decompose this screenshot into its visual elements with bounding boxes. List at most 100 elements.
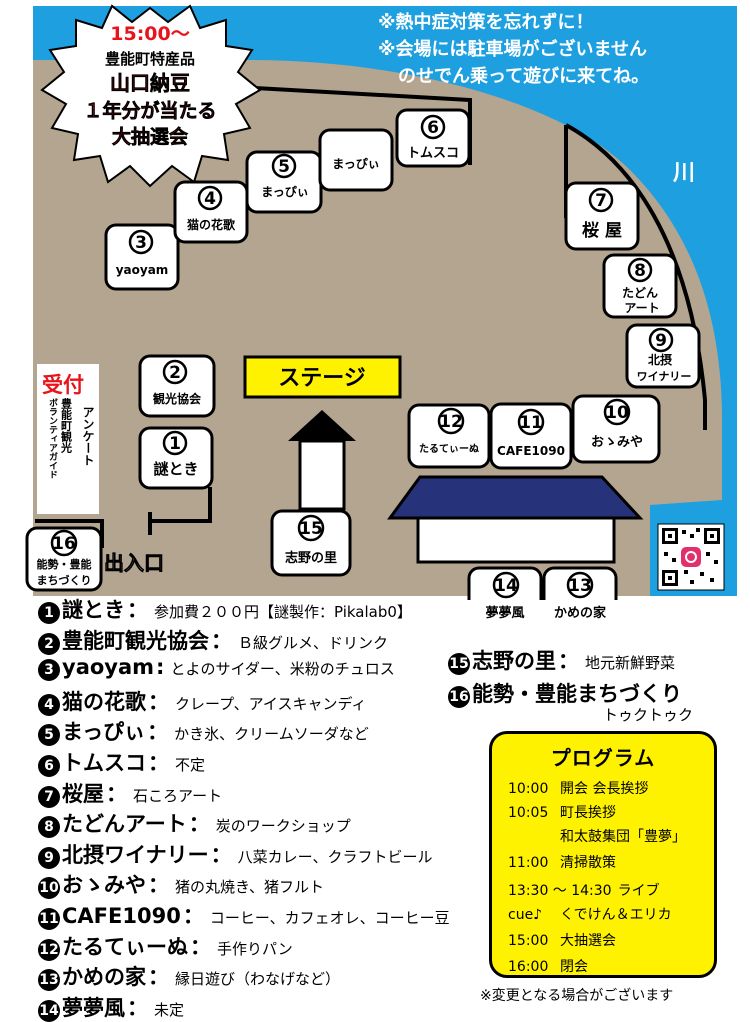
legend-booth-name: おゝみや [62, 873, 146, 898]
program-time: 10:00 [508, 781, 549, 797]
lottery-time: 15:00～ [110, 23, 189, 45]
program-item: 町長挨拶 [560, 805, 616, 821]
legend-separator: ： [182, 903, 204, 928]
legend-booth-name: たどんアート [62, 812, 187, 837]
svg-text:11: 11 [519, 413, 543, 433]
booth-4[interactable]: 4 猫の花歌 [173, 180, 249, 244]
booth-11[interactable]: 11 CAFE1090 [489, 402, 573, 470]
legend-number: 14 [38, 999, 60, 1022]
booth-8[interactable]: 8 たどん アート [602, 253, 678, 319]
legend-description: コーヒー、カフェオレ、コーヒー豆 [209, 908, 450, 927]
booth-6[interactable]: 6 トムスコ [395, 108, 471, 168]
svg-text:7: 7 [595, 191, 607, 211]
legend-separator: ： [147, 720, 169, 745]
svg-text:8: 8 [634, 261, 646, 281]
legend-booth-name: 豊能町観光協会 [62, 628, 209, 653]
booth-16[interactable]: 16 能勢・豊能 まちづくり [25, 526, 103, 592]
legend-booth-name: 能勢・豊能まちづくり [472, 682, 682, 706]
legend-number: 16 [448, 686, 470, 708]
legend-description: 手作りパン [217, 939, 293, 958]
program-row: cue♪ くでけん＆エリカ [508, 904, 672, 924]
svg-text:まっぴぃ: まっぴぃ [261, 185, 309, 199]
svg-text:4: 4 [204, 189, 216, 209]
program-row: 10:00 開会 会長挨拶 [508, 778, 648, 798]
legend-description: クレープ、アイスキャンディ [175, 694, 367, 713]
legend-number: 5 [38, 724, 60, 747]
program-time: 10:05 [508, 805, 549, 821]
legend-description: Ｂ級グルメ、ドリンク [238, 633, 389, 652]
reception-area: 受付 豊能町観光 ボランティアガイド アンケート [37, 364, 99, 514]
lottery-title: 大抽選会 [112, 125, 188, 148]
program-title: プログラム [550, 746, 656, 770]
booth-1[interactable]: 1 謎とき [138, 426, 214, 490]
legend-separator: ： [190, 934, 211, 959]
legend-booth-name: 北摂ワイナリー [62, 842, 209, 867]
booth-5-second[interactable]: まっぴぃ [318, 128, 394, 192]
program-item: ライブ [617, 883, 660, 899]
svg-text:14: 14 [494, 576, 518, 596]
svg-text:桜 屋: 桜 屋 [582, 220, 622, 241]
legend-number: 13 [38, 969, 60, 992]
legend-number: 12 [38, 938, 60, 961]
svg-text:北摂: 北摂 [648, 352, 672, 367]
stage: ステージ [243, 355, 402, 511]
svg-text:16: 16 [52, 534, 76, 554]
booth-5[interactable]: 5 まっぴぃ [245, 150, 323, 214]
legend-description: 地元新鮮野菜 [585, 654, 676, 672]
lottery-badge: 15:00～ 豊能町特産品 山口納豆 １年分が当たる 大抽選会 [40, 4, 262, 188]
booth-10[interactable]: 10 おゝみや [571, 394, 661, 464]
svg-text:トムスコ: トムスコ [407, 146, 459, 161]
lottery-natto: 山口納豆 [110, 71, 190, 95]
svg-text:アート: アート [624, 301, 659, 315]
svg-text:まちづくり: まちづくり [37, 573, 92, 587]
legend-description: 縁日遊び（わなげなど） [175, 970, 341, 989]
svg-text:謎とき: 謎とき [153, 460, 198, 478]
footer-note: ※変更となる場合がございます [480, 988, 674, 1004]
svg-text:観光協会: 観光協会 [153, 391, 202, 406]
notice-heatstroke: ※熱中症対策を忘れずに！ [378, 11, 594, 33]
legend-booth-name: まっぴぃ [62, 720, 146, 745]
booth-3[interactable]: 3 yaoyam [104, 223, 180, 291]
venue-map: ※熱中症対策を忘れずに！ ※会場には駐車場がございません のせでん乗って遊びに来… [25, 4, 737, 600]
booth-9[interactable]: 9 北摂 ワイナリー [625, 323, 701, 389]
legend-separator: ： [127, 995, 148, 1020]
legend-separator: ： [148, 689, 169, 714]
booth-13[interactable]: 13 [542, 566, 618, 600]
legend-description: 不定 [175, 755, 206, 774]
qr-code[interactable] [657, 523, 725, 591]
program-item: 開会 会長挨拶 [560, 781, 649, 797]
program-time: cue♪ [508, 907, 543, 923]
entrance-label: 出入口 [104, 551, 164, 575]
reception-volunteer: ボランティアガイド [47, 397, 58, 479]
svg-text:たるてぃーぬ: たるてぃーぬ [419, 443, 479, 455]
booth-12[interactable]: 12 たるてぃーぬ [407, 403, 491, 469]
legend-description: とよのサイダー、米粉のチュロス [170, 660, 395, 679]
stage-label: ステージ [278, 366, 366, 391]
legend-number: 9 [38, 846, 60, 869]
lottery-prize: １年分が当たる [83, 99, 216, 122]
svg-text:15: 15 [299, 519, 323, 539]
svg-text:10: 10 [605, 403, 629, 423]
booth-2[interactable]: 2 観光協会 [138, 354, 216, 418]
legend-booth-name: 謎とき [62, 598, 125, 622]
booth-7[interactable]: 7 桜 屋 [564, 181, 640, 251]
svg-text:CAFE1090: CAFE1090 [497, 444, 565, 458]
svg-text:3: 3 [135, 233, 147, 253]
program-item: くでけん＆エリカ [560, 907, 672, 923]
svg-text:能勢・豊能: 能勢・豊能 [37, 557, 92, 571]
booth-15[interactable]: 15 志野の里 [270, 509, 352, 577]
legend-booth-name: たるてぃーぬ [62, 934, 188, 959]
booth-14[interactable]: 14 [467, 566, 543, 600]
